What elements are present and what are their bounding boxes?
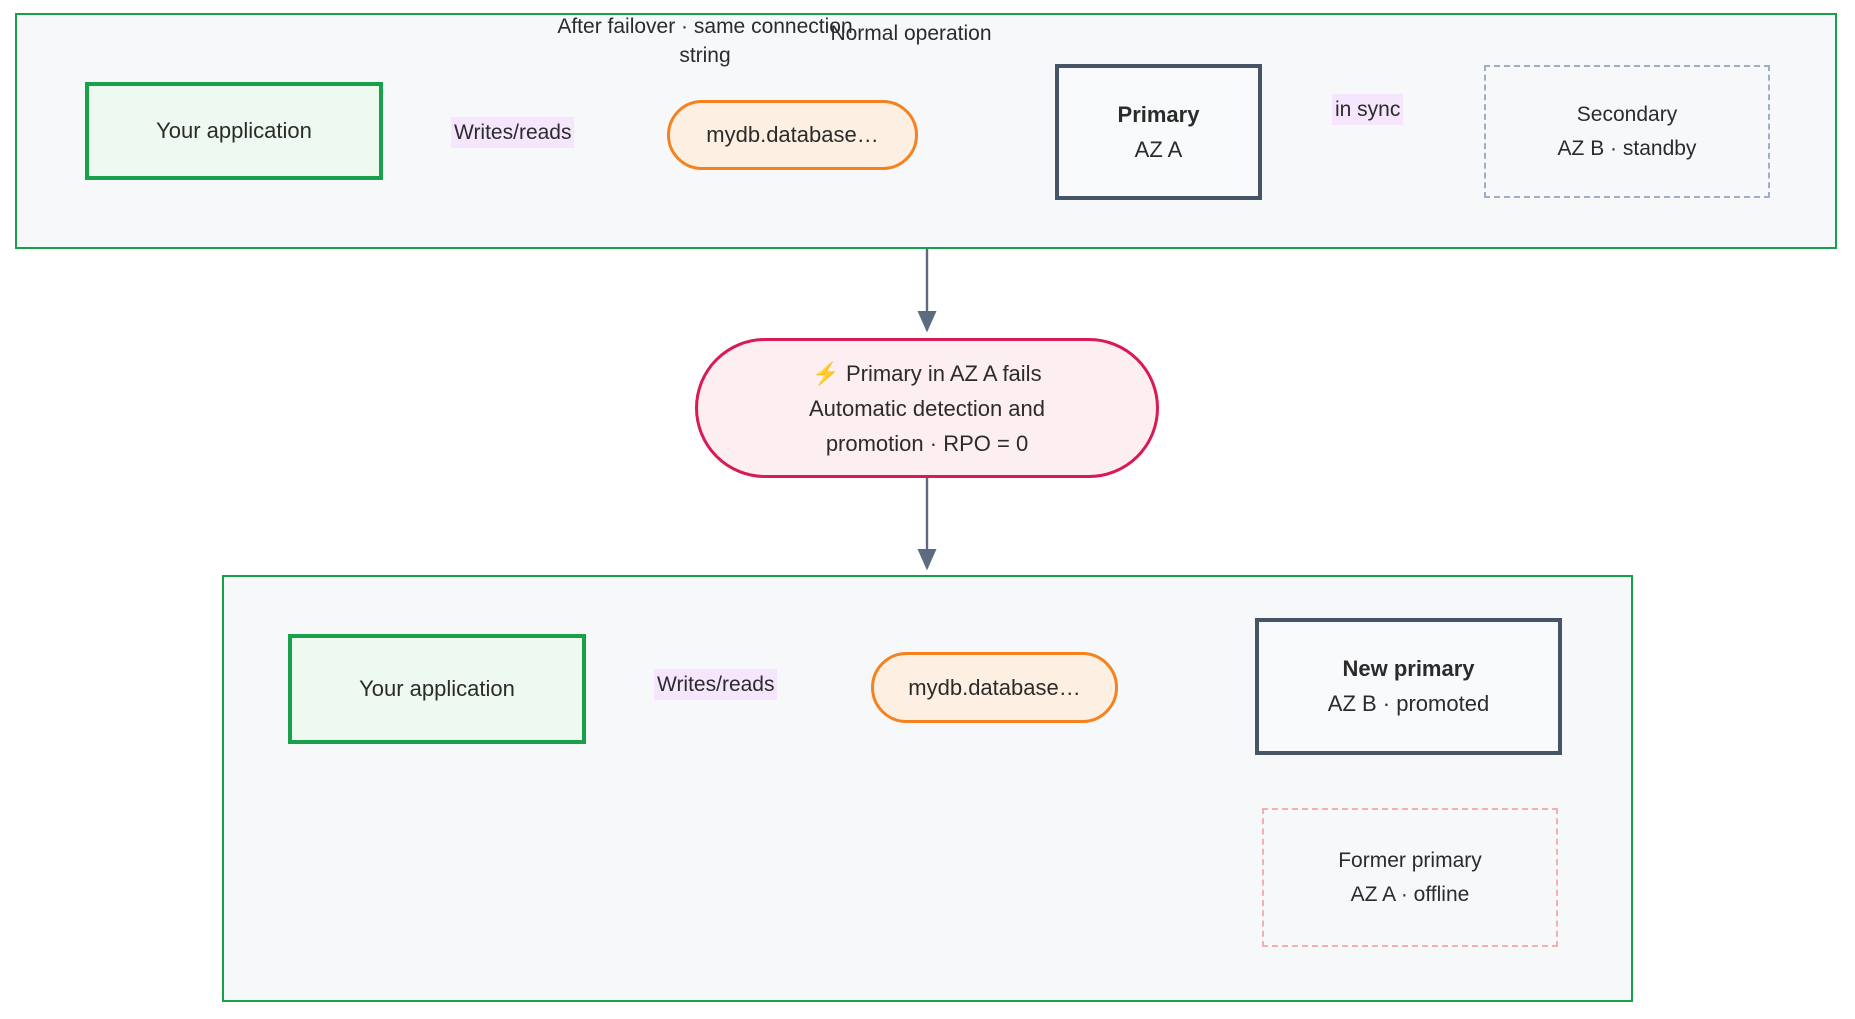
node-your-application-failover[interactable]: Your application	[288, 634, 586, 744]
node-primary-az-a-title: Primary	[1117, 101, 1200, 127]
node-failure-primary-fails-text: Primary in AZ A fails	[845, 360, 1042, 386]
edge-label-writes-reads-normal: Writes/reads	[451, 117, 575, 148]
node-former-primary-title: Former primary	[1338, 848, 1482, 872]
node-secondary-title: Secondary	[1576, 102, 1678, 126]
node-new-primary-az-b[interactable]: New primary AZ B · promoted	[1255, 618, 1562, 755]
node-primary-az-a-subtitle: AZ A	[1134, 136, 1183, 162]
cluster-after-failover-label: After failover · same connection string	[557, 15, 853, 67]
node-new-primary-title: New primary	[1342, 656, 1475, 681]
node-new-primary-subtitle: AZ B · promoted	[1327, 691, 1490, 716]
node-failure-line-1: ⚡ Primary in AZ A fails	[812, 356, 1041, 391]
cluster-normal-operation-label: Normal operation	[830, 22, 992, 45]
edge-label-writes-reads-failover: Writes/reads	[654, 669, 778, 700]
node-failure-line-2: Automatic detection and	[808, 395, 1046, 421]
node-primary-az-a[interactable]: Primary AZ A	[1055, 64, 1262, 200]
node-failure-line-3: promotion · RPO = 0	[825, 430, 1029, 456]
node-endpoint-failover[interactable]: mydb.database…	[871, 652, 1118, 723]
node-secondary-az-b-standby[interactable]: Secondary AZ B · standby	[1484, 65, 1770, 198]
node-your-application-failover-label: Your application	[359, 676, 515, 701]
edge-label-in-sync: in sync	[1332, 94, 1404, 125]
node-former-primary-az-a-offline[interactable]: Former primary AZ A · offline	[1262, 808, 1558, 947]
lightning-bolt-icon: ⚡	[812, 360, 840, 386]
node-endpoint-normal-label: mydb.database…	[706, 122, 879, 147]
node-endpoint-normal[interactable]: mydb.database…	[667, 100, 918, 170]
node-your-application-normal[interactable]: Your application	[85, 82, 383, 180]
node-failure-event[interactable]: ⚡ Primary in AZ A fails Automatic detect…	[695, 338, 1159, 478]
node-endpoint-failover-label: mydb.database…	[908, 674, 1081, 700]
node-secondary-subtitle: AZ B · standby	[1557, 136, 1697, 160]
node-former-primary-subtitle: AZ A · offline	[1350, 882, 1470, 906]
node-your-application-normal-label: Your application	[156, 118, 312, 143]
